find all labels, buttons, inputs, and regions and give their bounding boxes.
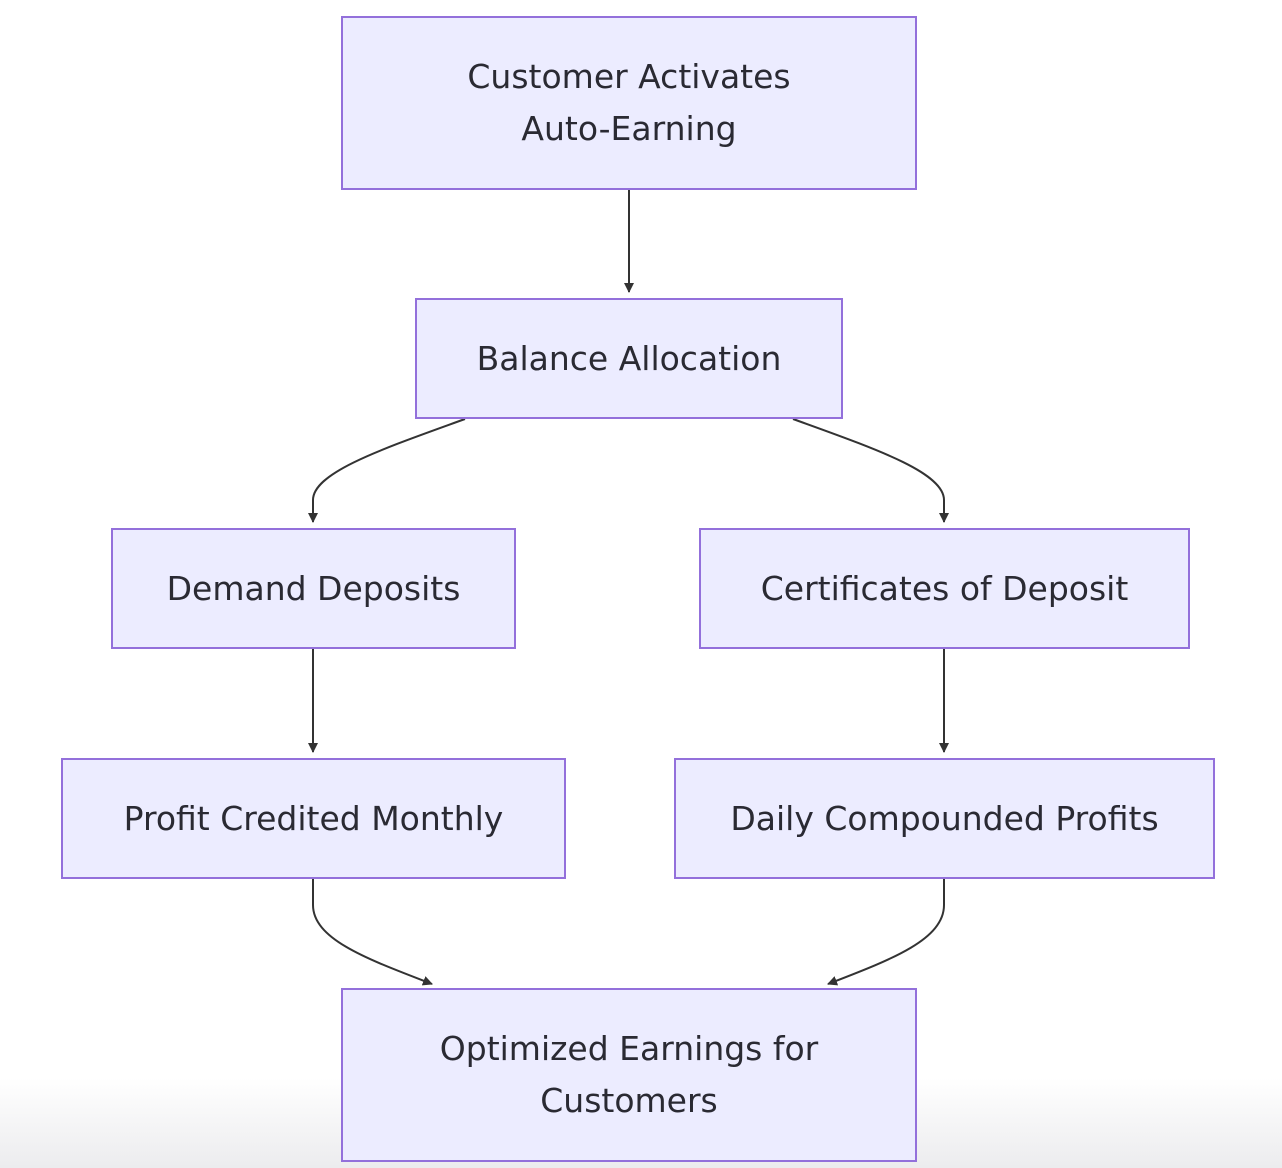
node-label: Profit Credited Monthly — [123, 798, 504, 838]
node-customer-activates-auto-earning: Customer Activates Auto-Earning — [341, 16, 917, 190]
node-label: Certificates of Deposit — [760, 568, 1129, 608]
node-profit-credited-monthly: Profit Credited Monthly — [61, 758, 566, 879]
edge-monthly-to-final — [312, 879, 433, 986]
node-certificates-of-deposit: Certificates of Deposit — [699, 528, 1190, 649]
edge-daily-to-final — [827, 879, 945, 986]
node-label: Customer Activates Auto-Earning — [467, 57, 791, 148]
node-label: Demand Deposits — [166, 568, 461, 608]
edge-balance-to-cd — [792, 418, 949, 523]
node-optimized-earnings-for-customers: Optimized Earnings for Customers — [341, 988, 917, 1162]
node-daily-compounded-profits: Daily Compounded Profits — [674, 758, 1215, 879]
node-label: Balance Allocation — [476, 338, 782, 378]
node-demand-deposits: Demand Deposits — [111, 528, 516, 649]
node-label: Optimized Earnings for Customers — [439, 1029, 819, 1120]
node-label: Daily Compounded Profits — [730, 798, 1159, 838]
node-balance-allocation: Balance Allocation — [415, 298, 843, 419]
edge-balance-to-demand — [308, 418, 466, 523]
